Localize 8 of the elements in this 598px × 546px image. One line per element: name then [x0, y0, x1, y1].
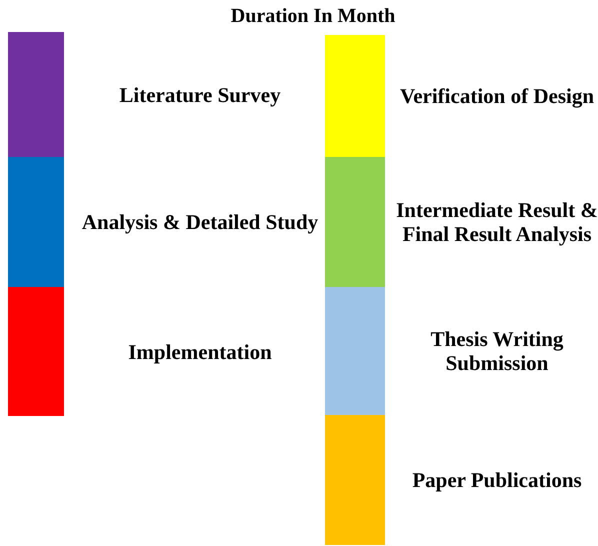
legend-label: Thesis Writing Submission [430, 327, 564, 375]
legend-label: Verification of Design [400, 84, 594, 108]
legend-label: Implementation [128, 340, 272, 364]
legend-label: Analysis & Detailed Study [82, 210, 318, 234]
legend-label: Paper Publications [412, 468, 582, 492]
legend-label: Literature Survey [119, 82, 281, 106]
chart-title: Duration In Month [230, 5, 396, 28]
legend-label: Intermediate Result & Final Result Analysis [395, 198, 598, 246]
